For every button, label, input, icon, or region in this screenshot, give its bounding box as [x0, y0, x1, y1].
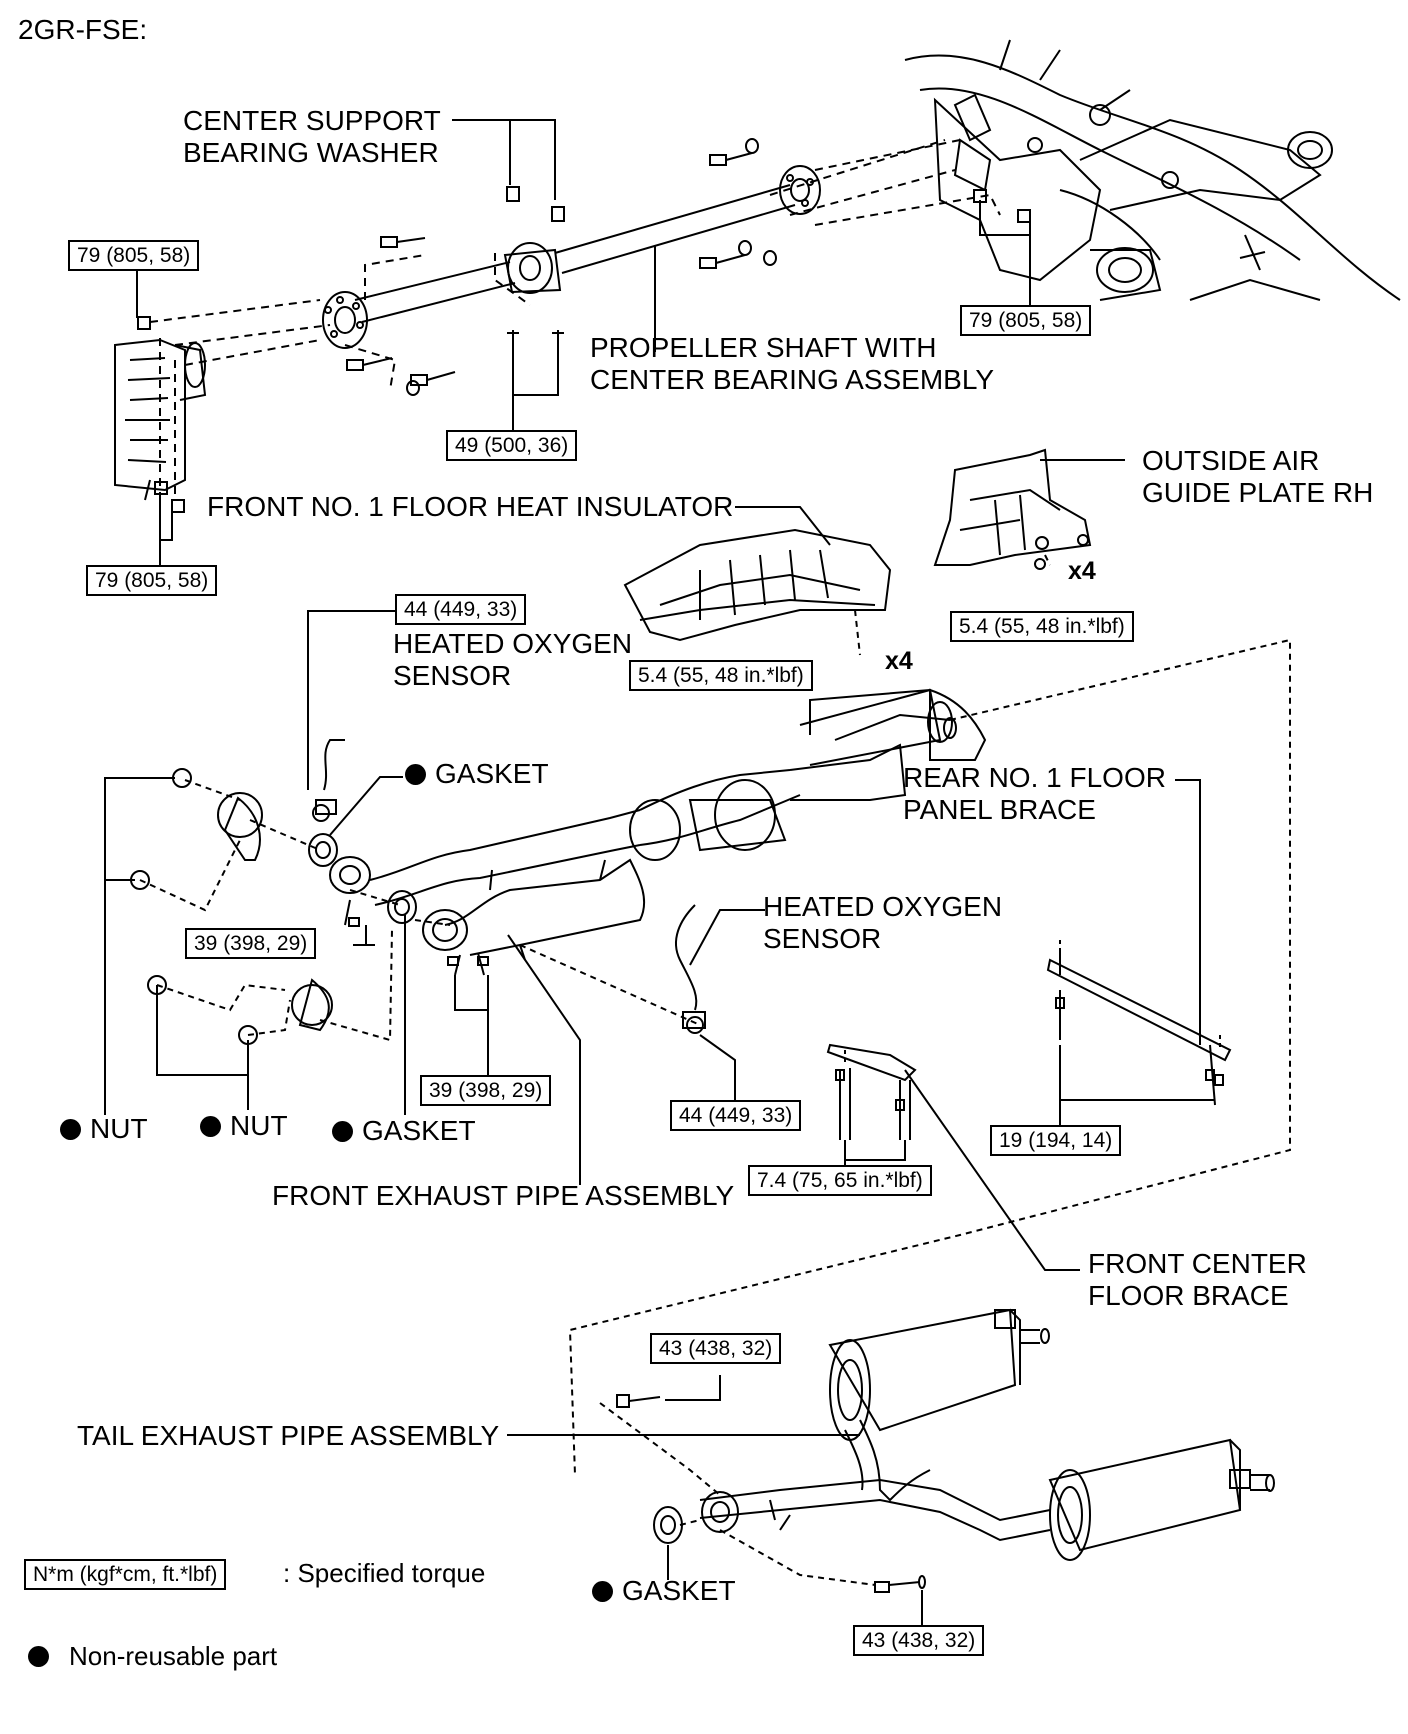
legend-nonreusable: Non-reusable part — [28, 1640, 277, 1672]
nonreusable-dot-icon — [200, 1116, 221, 1137]
nonreusable-dot-icon — [60, 1119, 81, 1140]
nonreusable-dot-icon — [332, 1121, 353, 1142]
torque-44-lower: 44 (449, 33) — [670, 1100, 802, 1131]
torque-5-4-plate: 5.4 (55, 48 in.*lbf) — [950, 611, 1134, 642]
shaft-dashed-lines — [149, 139, 1001, 500]
gasket-middle-label: GASKET — [332, 1115, 476, 1147]
front-heat-insulator-label: FRONT NO. 1 FLOOR HEAT INSULATOR — [207, 491, 734, 522]
exhaust-dashed-lines — [139, 638, 1291, 1476]
rear-subframe-drawing — [904, 39, 1401, 301]
nut-outer-label: NUT — [60, 1113, 148, 1145]
legend-torque-text: : Specified torque — [283, 1558, 486, 1588]
nonreusable-dot-icon — [592, 1581, 613, 1602]
outside-air-guide-plate-label: OUTSIDE AIR GUIDE PLATE RH — [1142, 445, 1374, 508]
tail-exhaust-pipe-drawing — [616, 1308, 1275, 1593]
braces-drawing — [826, 950, 1232, 1140]
front-center-floor-brace-label: FRONT CENTER FLOOR BRACE — [1088, 1248, 1307, 1311]
torque-79-left-upper: 79 (805, 58) — [68, 240, 200, 271]
torque-44-upper: 44 (449, 33) — [395, 594, 527, 625]
torque-39-left: 39 (398, 29) — [185, 928, 317, 959]
torque-43-lower: 43 (438, 32) — [853, 1625, 985, 1656]
torque-7-4: 7.4 (75, 65 in.*lbf) — [748, 1165, 932, 1196]
heated-oxygen-sensor-lower-label: HEATED OXYGEN SENSOR — [763, 891, 1003, 954]
propeller-shaft-drawing — [322, 165, 821, 349]
engine-code-title: 2GR-FSE: — [18, 14, 148, 45]
legend-torque-unit-box: N*m (kgf*cm, ft.*lbf) — [24, 1559, 227, 1590]
torque-39-center: 39 (398, 29) — [420, 1075, 552, 1106]
insulator-bolt-count: x4 — [885, 647, 913, 675]
center-support-bearing-washer-label: CENTER SUPPORT BEARING WASHER — [183, 105, 441, 168]
heated-oxygen-sensor-upper-label: HEATED OXYGEN SENSOR — [393, 628, 633, 691]
tail-exhaust-pipe-label: TAIL EXHAUST PIPE ASSEMBLY — [77, 1420, 500, 1451]
torque-79-left-lower: 79 (805, 58) — [86, 565, 218, 596]
air-guide-plate-drawing — [933, 448, 1092, 570]
torque-19: 19 (194, 14) — [990, 1125, 1122, 1156]
tail-dashed-lines — [599, 1402, 876, 1586]
front-exhaust-parts — [130, 739, 706, 1045]
torque-43-upper: 43 (438, 32) — [650, 1333, 782, 1364]
front-exhaust-pipe-drawing — [329, 688, 987, 961]
nonreusable-dot-icon — [28, 1646, 49, 1667]
gasket-lower-label: GASKET — [592, 1575, 736, 1607]
gasket-upper-label: GASKET — [405, 758, 549, 790]
nonreusable-dot-icon — [405, 764, 426, 785]
torque-5-4-insulator: 5.4 (55, 48 in.*lbf) — [629, 660, 813, 691]
rear-floor-panel-brace-label: REAR NO. 1 FLOOR PANEL BRACE — [903, 762, 1166, 825]
plate-bolt-count: x4 — [1068, 557, 1096, 585]
propeller-fasteners — [137, 138, 1031, 513]
heat-insulator-drawing — [623, 528, 892, 642]
nut-inner-label: NUT — [200, 1110, 288, 1142]
leader-lines — [104, 119, 1215, 1625]
propeller-shaft-label: PROPELLER SHAFT WITH CENTER BEARING ASSE… — [590, 332, 995, 395]
brace-dashed-lines — [844, 940, 1221, 1065]
front-exhaust-pipe-label: FRONT EXHAUST PIPE ASSEMBLY — [272, 1180, 735, 1211]
torque-49: 49 (500, 36) — [446, 430, 578, 461]
insulator-dashed-lines — [854, 554, 1051, 656]
torque-79-right: 79 (805, 58) — [960, 305, 1092, 336]
